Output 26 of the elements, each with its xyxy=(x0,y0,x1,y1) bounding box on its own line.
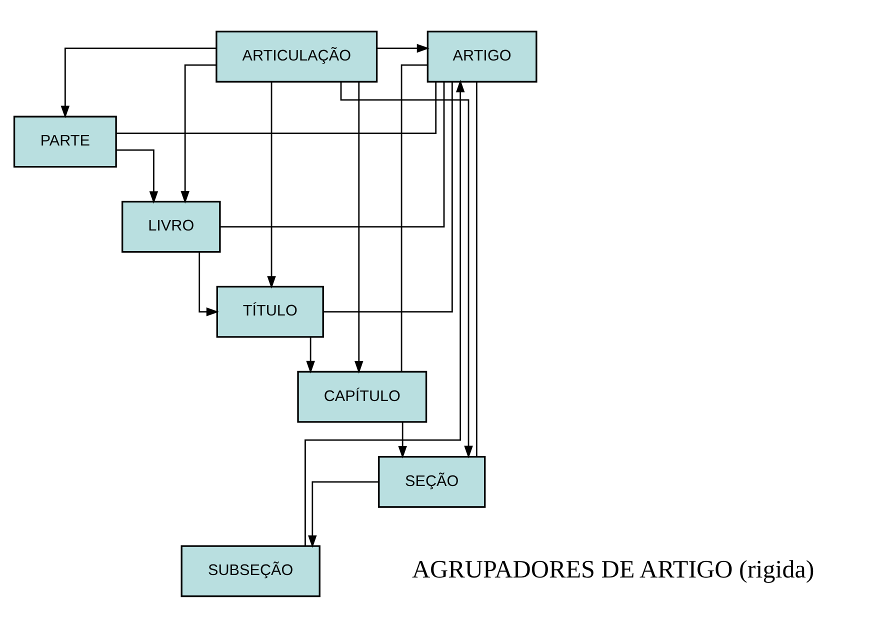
arrow xyxy=(180,64,216,204)
arrow xyxy=(304,79,465,546)
arrow xyxy=(376,43,430,52)
connector xyxy=(476,81,478,456)
arrow xyxy=(306,336,315,373)
arrow xyxy=(308,480,378,548)
arrow xyxy=(398,422,407,458)
node-box: PARTE xyxy=(13,115,117,168)
label: AGRUPADORES DE ARTIGO (rigida) xyxy=(412,556,814,583)
connector xyxy=(323,82,453,312)
arrow xyxy=(60,47,216,118)
node-box: ARTIGO xyxy=(426,30,538,82)
node-box: LIVRO xyxy=(122,200,221,252)
node-box: TÍTULO xyxy=(216,285,324,338)
node-box: CAPÍTULO xyxy=(297,370,428,422)
arrow xyxy=(340,81,473,458)
arrow xyxy=(354,82,364,374)
connector xyxy=(400,64,428,371)
arrow xyxy=(198,252,219,316)
connector xyxy=(220,81,445,227)
node-box: ARTICULAÇÃO xyxy=(216,30,378,82)
node-box: SUBSEÇÃO xyxy=(180,544,320,597)
connector xyxy=(116,81,437,134)
arrow xyxy=(116,148,158,204)
arrow xyxy=(267,82,276,288)
node-box: SEÇÃO xyxy=(378,455,486,508)
